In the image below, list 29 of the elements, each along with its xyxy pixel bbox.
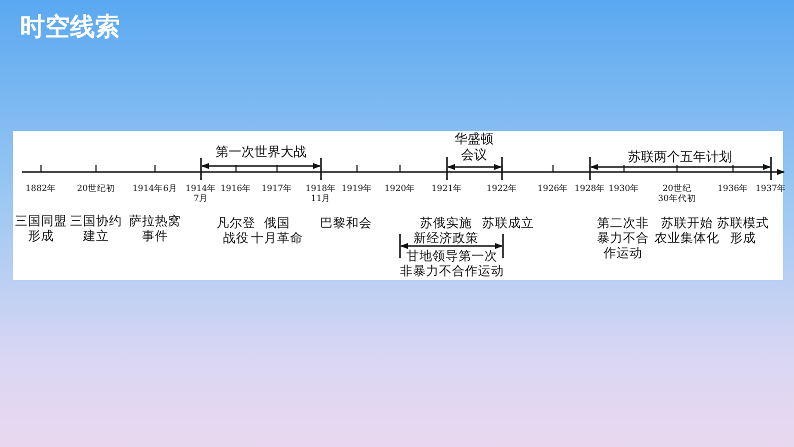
date-label: 20世纪初: [77, 184, 115, 194]
period-label: 华盛顿会议: [454, 132, 494, 164]
event-label: 第二次非暴力不合作运动: [597, 215, 649, 260]
date-label: 1914年7月: [186, 184, 216, 204]
event-label: 甘地领导第一次非暴力不合作运动: [400, 248, 504, 278]
date-label: 1916年: [220, 184, 252, 194]
event-label: 萨拉热窝事件: [129, 213, 181, 243]
date-label: 1918年11月: [306, 184, 336, 204]
event-label: 三国协约建立: [70, 213, 122, 243]
date-label: 1882年: [26, 184, 56, 194]
date-label: 1928年: [574, 184, 606, 194]
date-label: 1926年: [538, 184, 568, 194]
date-label: 1917年: [262, 184, 292, 194]
period-label: 第一次世界大战: [216, 145, 306, 161]
date-label: 1936年: [718, 184, 748, 194]
date-label: 1921年: [432, 184, 462, 194]
period-label: 苏联两个五年计划: [628, 150, 732, 166]
event-label: 苏联成立: [482, 215, 534, 230]
event-label: 巴黎和会: [320, 215, 372, 230]
date-label: 1920年: [384, 184, 416, 194]
date-label: 1930年: [608, 184, 640, 194]
event-label: 三国同盟形成: [15, 213, 67, 243]
date-label: 1937年: [756, 184, 786, 194]
date-label: 1922年: [486, 184, 518, 194]
event-label: 苏俄实施新经济政策: [414, 215, 478, 245]
date-label: 1919年: [342, 184, 372, 194]
date-label: 20世纪30年代初: [658, 184, 696, 204]
page-title: 时空线索: [20, 11, 120, 43]
date-label: 1914年6月: [132, 184, 178, 194]
